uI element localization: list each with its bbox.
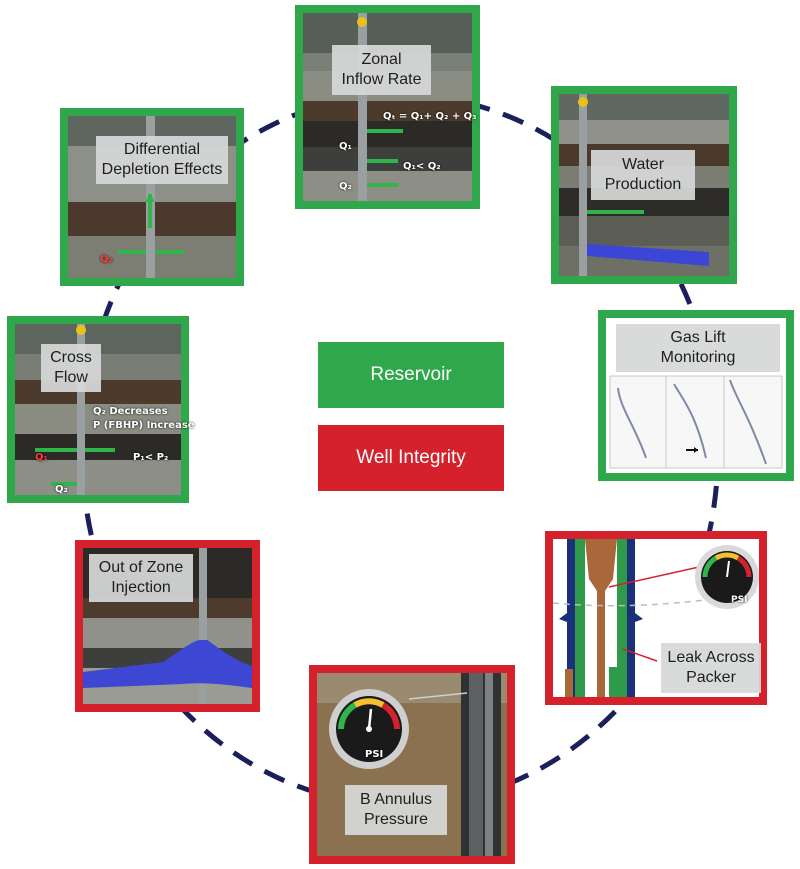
p1-less-p2-note: P₁< P₂ bbox=[133, 452, 169, 463]
leak-gauge-psi-text: PSI bbox=[731, 595, 748, 605]
zonal-inflow-label: Zonal Inflow Rate bbox=[332, 45, 431, 95]
q1-less-q2-note: Q₁< Q₂ bbox=[403, 161, 441, 172]
cross-q2-note: Q₂ bbox=[55, 484, 68, 495]
panel-differential-depletion[interactable]: Differential Depletion Effects Q₂ bbox=[60, 108, 244, 286]
flow-equation-note: Qₜ = Q₁+ Q₂ + Q₃ bbox=[383, 111, 477, 122]
panel-leak-across-packer[interactable]: PSI Leak Across Packer bbox=[545, 531, 767, 705]
differential-depletion-scene bbox=[68, 116, 236, 278]
cross-q1-note: Q₁ bbox=[35, 452, 48, 463]
panel-cross-flow[interactable]: Cross Flow Q₂ Decreases P (FBHP) Increas… bbox=[7, 316, 195, 503]
leak-across-packer-label: Leak Across Packer bbox=[661, 643, 761, 693]
panel-b-annulus-pressure[interactable]: PSI B Annulus Pressure bbox=[309, 665, 515, 864]
legend-reservoir-label: Reservoir bbox=[370, 364, 452, 385]
differential-depletion-label: Differential Depletion Effects bbox=[96, 136, 228, 184]
out-of-zone-label: Out of Zone Injection bbox=[89, 554, 193, 602]
panel-zonal-inflow-rate[interactable]: Zonal Inflow Rate Qₜ = Q₁+ Q₂ + Q₃ Q₁ Q₁… bbox=[295, 5, 480, 209]
fbhp-increase-note: P (FBHP) Increase bbox=[93, 420, 195, 431]
q2-note: Q₂ bbox=[339, 181, 352, 192]
annulus-gauge-psi-text: PSI bbox=[365, 749, 384, 760]
q1-note: Q₁ bbox=[339, 141, 352, 152]
q2-decreases-note: Q₂ Decreases bbox=[93, 406, 168, 417]
gas-lift-label: Gas Lift Monitoring bbox=[616, 324, 780, 372]
leak-packer-scene bbox=[552, 539, 760, 697]
zonal-inflow-scene bbox=[303, 13, 472, 201]
legend-reservoir: Reservoir bbox=[318, 342, 504, 408]
depletion-q2-note: Q₂ bbox=[100, 254, 113, 265]
water-production-label: Water Production bbox=[591, 150, 695, 200]
legend-well-integrity-label: Well Integrity bbox=[356, 447, 466, 468]
cross-flow-label: Cross Flow bbox=[41, 344, 101, 392]
panel-water-production[interactable]: Water Production bbox=[551, 86, 737, 284]
legend-well-integrity: Well Integrity bbox=[318, 425, 504, 491]
panel-gas-lift-monitoring[interactable]: Gas Lift Monitoring bbox=[598, 310, 794, 481]
b-annulus-label: B Annulus Pressure bbox=[345, 785, 447, 835]
panel-out-of-zone-injection[interactable]: Out of Zone Injection bbox=[75, 540, 260, 712]
